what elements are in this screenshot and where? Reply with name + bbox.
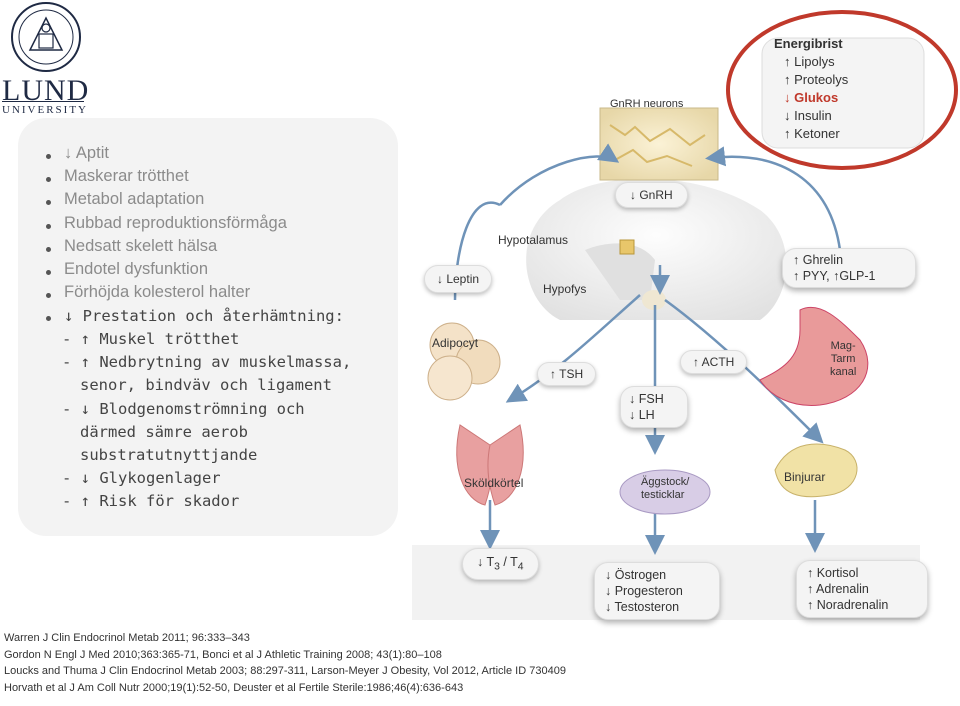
energy-line: ↑ Proteolys: [784, 72, 849, 87]
hormone-line: ↓ Progesteron: [605, 584, 683, 598]
hypofys-label: Hypofys: [543, 282, 587, 296]
energy-line: ↓ Insulin: [784, 108, 832, 123]
adipocyt-label: Adipocyt: [432, 336, 479, 350]
brain-silhouette: [526, 178, 787, 320]
energy-line: ↑ Ketoner: [784, 126, 840, 141]
t3t4-arrow: ↓ T: [477, 555, 495, 569]
pituitary-gland: [642, 290, 666, 310]
stomach-image: [759, 306, 869, 406]
hormone-line: ↑ Adrenalin: [807, 582, 869, 596]
sub-item: därmed sämre aerob: [80, 423, 248, 441]
symptom-item: Nedsatt skelett hälsa: [64, 237, 218, 255]
sub-item: - ↑ Muskel trötthet: [62, 330, 240, 348]
pyy-label: ↑ PYY, ↑GLP-1: [793, 269, 876, 283]
sub-item: - ↑ Nedbrytning av muskelmassa,: [62, 353, 352, 371]
leptin-pill: ↓ Leptin: [424, 265, 493, 293]
thyroid-image: [456, 424, 524, 506]
sub-item: - ↓ Glykogenlager: [62, 469, 221, 487]
aggstock-label: Äggstock/ testicklar: [641, 476, 689, 502]
hypotalamus-label: Hypotalamus: [498, 233, 569, 247]
symptom-item: Endotel dysfunktion: [64, 260, 209, 278]
energy-line-glukos: ↓ Glukos: [784, 90, 839, 105]
energy-deficit-highlight: [726, 10, 958, 170]
magtarm-label: Mag- Tarm kanal: [830, 340, 856, 379]
t3t4-slash: / T: [499, 555, 518, 569]
gnrh-neurons-image: [599, 107, 719, 181]
t3-sub: 3: [494, 561, 500, 573]
lh-label: ↓ LH: [629, 408, 655, 422]
magtarm-line: Tarm: [830, 353, 856, 365]
energy-line: ↑ Lipolys: [784, 54, 835, 69]
symptom-item: Rubbad reproduktionsförmåga: [64, 214, 287, 232]
fsh-label: ↓ FSH: [629, 392, 664, 406]
bullet: [46, 154, 51, 159]
logo-sub: UNIVERSITY: [2, 104, 88, 116]
gnrh-neurons-label: GnRH neurons: [610, 98, 684, 110]
magtarm-line: Mag-: [830, 340, 856, 352]
ghrelin-label: ↑ Ghrelin: [793, 253, 844, 267]
fsh-lh-box: ↓ FSH ↓ LH: [620, 386, 688, 428]
symptoms-panel: [18, 118, 398, 536]
aggstock-line: Äggstock/: [641, 476, 690, 488]
university-seal-icon: [11, 2, 81, 72]
hypothalamus-marker: [619, 239, 635, 255]
bullet: [46, 247, 51, 252]
reference: Warren J Clin Endocrinol Metab 2011; 96:…: [4, 632, 250, 644]
sex-hormones-box: ↓ Östrogen ↓ Progesteron ↓ Testosteron: [594, 562, 720, 620]
gnrh-pill: ↓ GnRH: [615, 182, 688, 208]
aggstock-line: testicklar: [641, 489, 685, 501]
ovary-image: [619, 469, 711, 515]
binjurar-label: Binjurar: [784, 470, 826, 484]
acth-pill: ↑ ACTH: [680, 350, 748, 374]
symptom-item: Maskerar trötthet: [64, 167, 189, 185]
logo-rule: [2, 101, 84, 102]
t3t4-pill: ↓ T3 / T4: [462, 548, 539, 580]
tsh-pill: ↑ TSH: [537, 362, 597, 386]
symptom-item: Förhöjda kolesterol halter: [64, 283, 251, 301]
ghrelin-box: ↑ Ghrelin ↑ PYY, ↑GLP-1: [782, 248, 916, 288]
sub-item: - ↓ Blodgenomströmning och: [62, 400, 305, 418]
sub-item: substratutnyttjande: [80, 446, 258, 464]
symptom-item: Metabol adaptation: [64, 190, 205, 208]
hormone-line: ↑ Noradrenalin: [807, 598, 889, 612]
bullet: [46, 200, 51, 205]
hormone-line: ↓ Testosteron: [605, 600, 680, 614]
energy-title: Energibrist: [774, 36, 843, 51]
sub-item: senor, bindväv och ligament: [80, 376, 332, 394]
adipocyte-image: [427, 322, 501, 401]
bullet: [46, 316, 51, 321]
adrenal-image: [774, 443, 858, 498]
bullet: [46, 293, 51, 298]
skoldkortel-label: Sköldkörtel: [464, 476, 524, 490]
bullet: [46, 270, 51, 275]
reference: Horvath et al J Am Coll Nutr 2000;19(1):…: [4, 682, 464, 694]
t4-sub: 4: [517, 561, 524, 573]
lund-university-logo: LUND UNIVERSITY: [0, 0, 100, 118]
magtarm-line: kanal: [830, 366, 857, 378]
symptom-item: ↓ Aptit: [64, 144, 109, 162]
bullet: [46, 177, 51, 182]
reference: Gordon N Engl J Med 2010;363:365-71, Bon…: [4, 649, 442, 661]
hormone-line: ↓ Östrogen: [605, 568, 667, 582]
sub-item: - ↑ Risk för skador: [62, 492, 240, 510]
bullet: [46, 224, 51, 229]
reference: Loucks and Thuma J Clin Endocrinol Metab…: [4, 665, 566, 677]
hormone-line: ↑ Kortisol: [807, 566, 859, 580]
symptom-item: ↓ Prestation och återhämtning:: [64, 307, 344, 325]
stress-hormones-box: ↑ Kortisol ↑ Adrenalin ↑ Noradrenalin: [796, 560, 928, 618]
energy-deficit-box: [761, 37, 925, 149]
